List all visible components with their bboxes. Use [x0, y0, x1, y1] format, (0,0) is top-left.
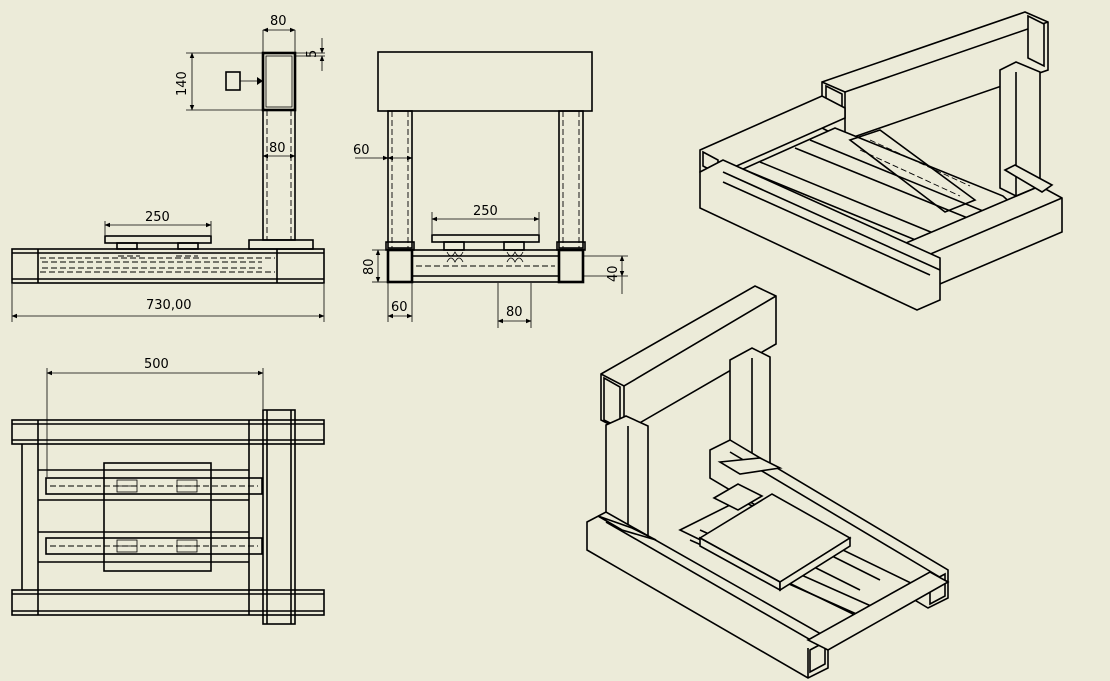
side-base-beam — [11, 248, 325, 284]
front-right-column — [558, 110, 584, 249]
front-left-column — [387, 110, 413, 249]
dim-overall-length: 730,00 — [146, 298, 192, 313]
iso-view-assembled — [586, 285, 950, 679]
front-top-beam — [377, 51, 593, 112]
dim-spacing: 80 — [506, 305, 523, 320]
side-beam-section — [261, 51, 297, 112]
iso-view-underside — [699, 11, 1063, 311]
dim-span: 500 — [144, 357, 169, 372]
front-table-plate — [431, 234, 540, 243]
top-view: 500 — [11, 357, 325, 625]
dim-foot-width: 60 — [391, 300, 408, 315]
side-table-plate — [104, 235, 212, 244]
front-view: 60 250 80 40 60 80 — [353, 51, 628, 328]
dim-beam-height: 140 — [175, 71, 190, 96]
dim-beam-wall: 5 — [305, 50, 320, 58]
dim-front-table-length: 250 — [473, 204, 498, 219]
dim-front-column-width: 60 — [353, 143, 370, 158]
side-column — [262, 109, 296, 241]
top-upper-rail — [11, 419, 325, 445]
dim-beam-width-top: 80 — [270, 14, 287, 29]
side-view: 80 5 140 80 250 730,00 — [11, 14, 325, 322]
top-crossbeam — [262, 409, 296, 625]
top-table-plate — [103, 462, 212, 572]
dim-column-width: 80 — [269, 141, 286, 156]
top-lower-rail — [11, 589, 325, 616]
dim-base-height: 80 — [362, 258, 377, 275]
dim-table-length: 250 — [145, 210, 170, 225]
dim-rail-height: 40 — [606, 265, 621, 282]
